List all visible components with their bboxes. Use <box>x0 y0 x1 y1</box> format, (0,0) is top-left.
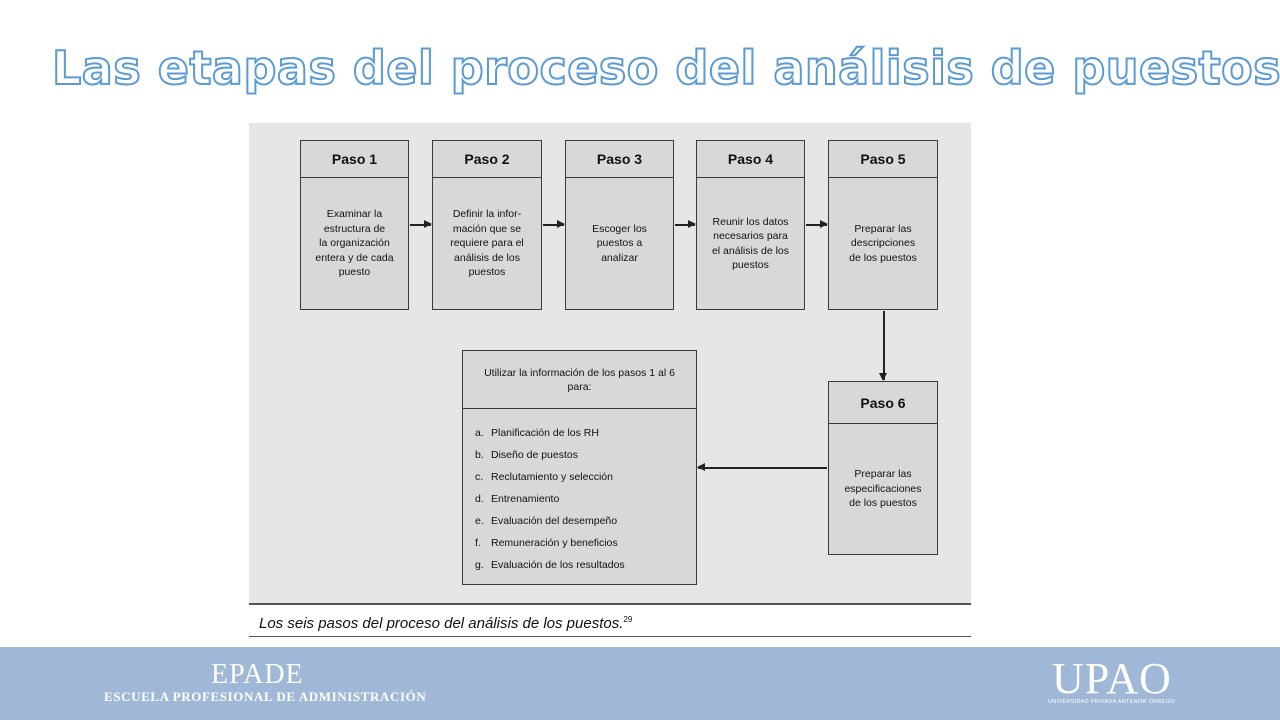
uses-header: Utilizar la información de los pasos 1 a… <box>463 351 696 409</box>
caption-text: Los seis pasos del proceso del análisis … <box>259 615 624 632</box>
epade-logo-subtitle: ESCUELA PROFESIONAL DE ADMINISTRACIÓN <box>104 689 427 704</box>
upao-logo-name: UPAO <box>1052 654 1172 703</box>
uses-box: Utilizar la información de los pasos 1 a… <box>462 350 697 585</box>
caption-divider-top <box>249 603 971 605</box>
epade-logo-name: EPADE <box>211 659 304 690</box>
step-4-text: Reunir los datos necesarios para el anál… <box>711 215 790 272</box>
slide-title: Las etapas del proceso del análisis de p… <box>51 40 1280 96</box>
list-item: c.Reclutamiento y selección <box>475 471 613 483</box>
list-item: a.Planificación de los RH <box>475 427 599 439</box>
step-6-label: Paso 6 <box>829 382 937 424</box>
step-2-box: Paso 2 Definir la infor- mación que se r… <box>432 140 542 310</box>
upao-logo-subtitle: UNIVERSIDAD PRIVADA ANTENOR ORREGO <box>1048 699 1175 705</box>
arrow-step3-to-step4 <box>675 221 696 227</box>
footer-bar: EPADE ESCUELA PROFESIONAL DE ADMINISTRAC… <box>0 647 1280 720</box>
step-2-text: Definir la infor- mación que se requiere… <box>450 208 524 279</box>
step-6-text: Preparar las especificaciones de los pue… <box>844 468 922 510</box>
arrow-step6-to-uses <box>697 464 827 470</box>
arrow-step4-to-step5 <box>806 221 828 227</box>
step-4-label: Paso 4 <box>697 141 804 178</box>
step-3-label: Paso 3 <box>566 141 673 178</box>
step-5-label: Paso 5 <box>829 141 937 178</box>
list-item: g.Evaluación de los resultados <box>475 559 625 571</box>
list-item: f.Remuneración y beneficios <box>475 537 618 549</box>
list-item: b.Diseño de puestos <box>475 449 578 461</box>
caption-divider-bottom <box>249 636 971 637</box>
step-1-box: Paso 1 Examinar la estructura de la orga… <box>300 140 409 310</box>
step-1-text: Examinar la estructura de la organizació… <box>315 208 394 279</box>
step-6-box: Paso 6 Preparar las especificaciones de … <box>828 381 938 555</box>
figure-caption: Los seis pasos del proceso del análisis … <box>259 608 632 634</box>
step-2-label: Paso 2 <box>433 141 541 178</box>
list-item: d.Entrenamiento <box>475 493 560 505</box>
step-5-text: Preparar las descripciones de los puesto… <box>849 222 917 264</box>
list-item: e.Evaluación del desempeño <box>475 515 618 527</box>
step-3-text: Escoger los puestos a analizar <box>592 222 647 264</box>
arrow-step1-to-step2 <box>410 221 432 227</box>
step-5-box: Paso 5 Preparar las descripciones de los… <box>828 140 938 310</box>
step-1-label: Paso 1 <box>301 141 408 178</box>
arrow-step5-to-step6 <box>880 311 886 381</box>
arrow-step2-to-step3 <box>543 221 565 227</box>
uses-list: a.Planificación de los RH b.Diseño de pu… <box>463 409 696 576</box>
step-4-box: Paso 4 Reunir los datos necesarios para … <box>696 140 805 310</box>
process-diagram: Paso 1 Examinar la estructura de la orga… <box>249 123 971 603</box>
caption-footnote: 29 <box>623 615 633 624</box>
step-3-box: Paso 3 Escoger los puestos a analizar <box>565 140 674 310</box>
